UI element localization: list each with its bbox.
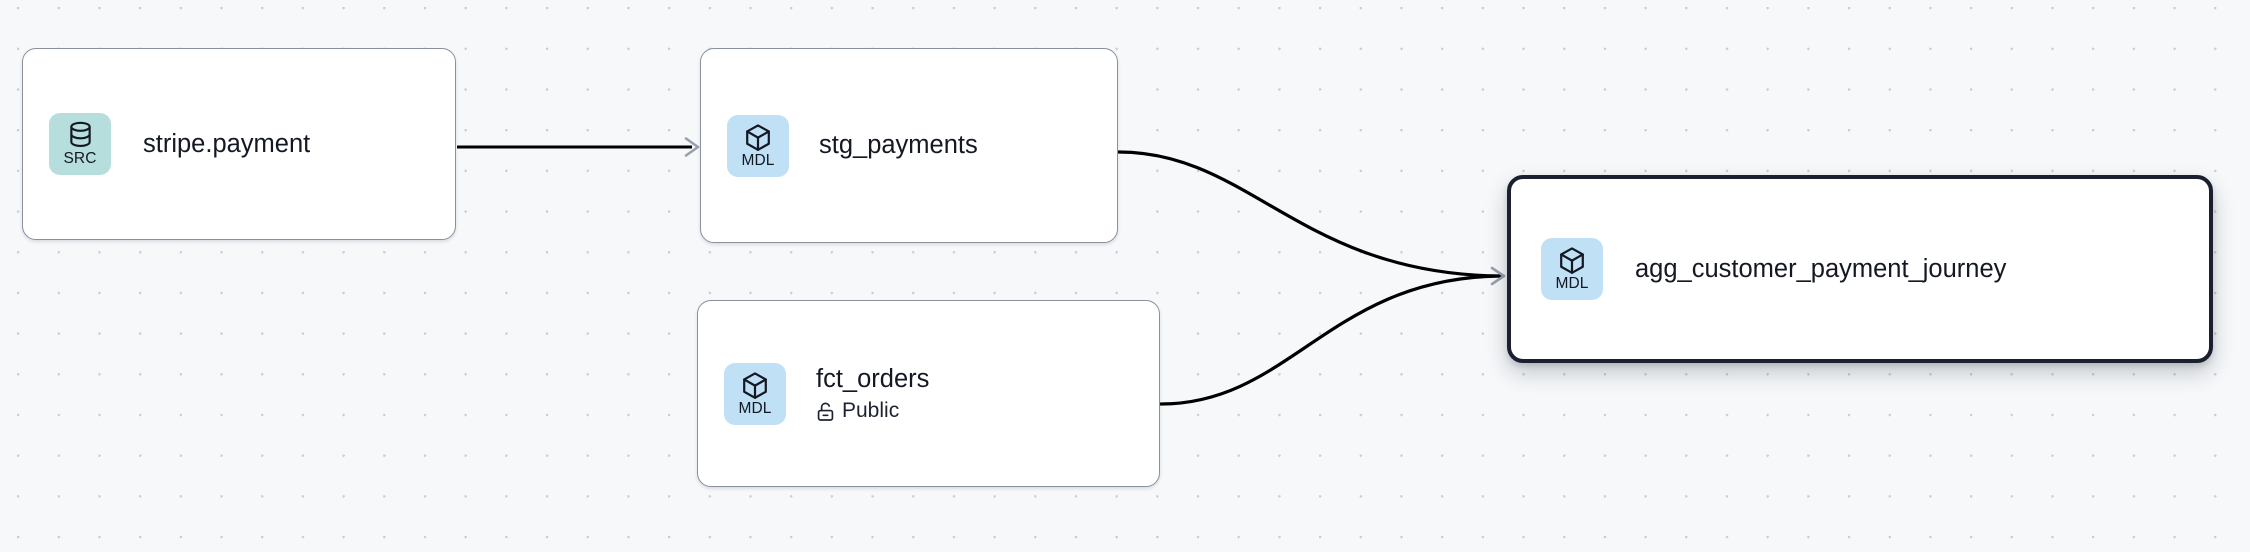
node-title: stg_payments [819,131,978,160]
edge-stripe-payment-to-stg-payments [457,137,700,157]
node-title: fct_orders [816,364,930,393]
cube-icon [744,123,772,152]
unlock-icon [816,401,835,422]
node-visibility-label: Public [842,398,900,422]
cube-icon [741,371,769,400]
node-type-badge-label: SRC [63,150,97,168]
edge-curve [1159,274,1502,406]
graph-node-stg-payments[interactable]: MDL stg_payments [700,48,1118,243]
node-type-badge-label: MDL [738,399,772,417]
node-body: agg_customer_payment_journey [1635,254,2006,284]
node-body: stripe.payment [143,129,310,159]
node-visibility: Public [816,399,929,423]
graph-node-fct-orders[interactable]: MDL fct_orders Public [697,300,1160,487]
node-type-badge-label: MDL [1555,275,1589,293]
node-type-badge-mdl: MDL [727,114,789,177]
database-icon [67,121,94,150]
edge-stg-payments-to-agg [1117,150,1502,278]
node-body: fct_orders Public [816,364,929,423]
node-type-badge-mdl: MDL [1541,238,1603,300]
node-title: agg_customer_payment_journey [1635,254,2007,283]
node-type-badge-mdl: MDL [724,362,786,425]
edge-arrowhead [684,137,700,157]
node-title: stripe.payment [143,129,311,158]
node-type-badge-src: SRC [49,113,111,175]
graph-node-agg-customer-payment-journey[interactable]: MDL agg_customer_payment_journey [1507,175,2213,363]
edge-curve [1117,150,1502,278]
node-body: stg_payments [819,130,978,160]
node-type-badge-label: MDL [741,151,775,169]
graph-node-stripe-payment[interactable]: SRC stripe.payment [22,48,456,240]
cube-icon [1558,246,1586,275]
edge-fct-orders-to-agg [1159,266,1506,406]
edge-arrowhead [1490,266,1506,286]
